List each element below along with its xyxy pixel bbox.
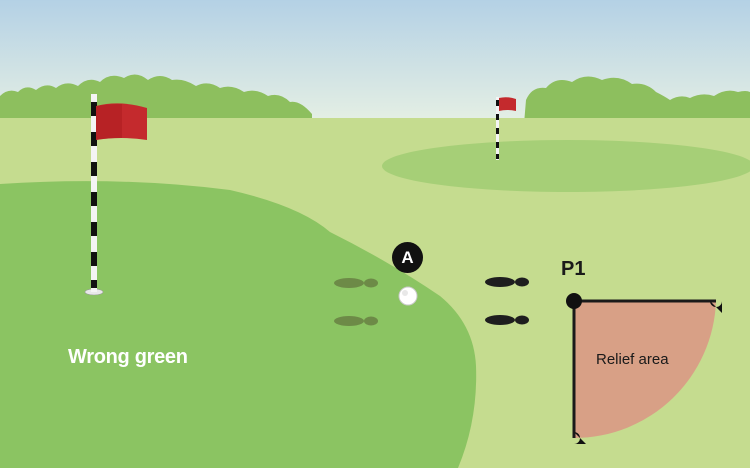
tree-line-left [0,74,312,124]
footprints-on-green [334,278,378,326]
footprint-icon [485,277,529,287]
footprint-icon [334,316,378,326]
ball-marker-a: A [392,242,423,273]
distant-green [382,140,750,192]
point-p1-dot [566,293,582,309]
flagstick-icon [84,94,147,296]
relief-corner-bottom [574,432,586,444]
distant-flagstick-icon [496,97,516,160]
relief-area [566,293,722,444]
footprints-off-green [485,277,529,325]
point-p1-label: P1 [561,258,586,280]
tree-line-right [524,76,750,124]
wrong-green [0,181,477,468]
wrong-green-label: Wrong green [68,346,188,368]
footprint-icon [485,315,529,325]
footprint-icon [334,278,378,288]
relief-area-label: Relief area [596,351,669,368]
golf-ball-icon [398,286,418,306]
relief-corner-right [710,301,722,313]
